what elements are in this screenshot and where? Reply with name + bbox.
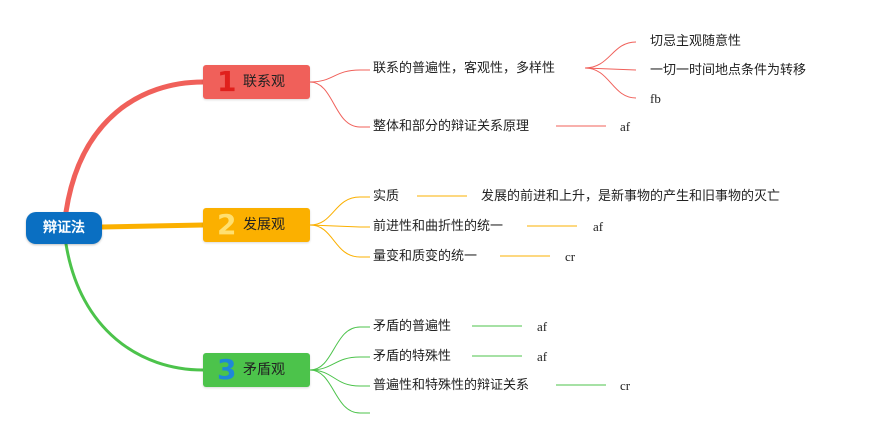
topic-label-3: 矛盾观 (243, 362, 285, 378)
connector-2-1 (309, 196, 361, 226)
note-2-2: af (593, 219, 604, 234)
root-node[interactable]: 辩证法 (26, 212, 102, 244)
item-1-2[interactable]: 整体和部分的辩证关系原理 (373, 119, 530, 134)
subitem-1-1-1[interactable]: 切忌主观随意性 (650, 34, 742, 49)
item-3-1[interactable]: 矛盾的普遍性 (373, 319, 452, 334)
note-2-1: 发展的前进和上升，是新事物的产生和旧事物的灭亡 (481, 189, 781, 204)
topic-label-2: 发展观 (243, 217, 285, 233)
connector-root-branch-1 (63, 79, 206, 215)
item-1-1[interactable]: 联系的普遍性，客观性，多样性 (373, 61, 556, 76)
connector-1-2 (309, 81, 361, 128)
root-label: 辩证法 (43, 220, 85, 236)
connector-3-4 (309, 369, 361, 414)
topic-number-3: 3 (217, 353, 237, 386)
item-3-3[interactable]: 普遍性和特殊性的辩证关系 (373, 378, 530, 393)
topic-label-1: 联系观 (243, 74, 285, 90)
item-2-2[interactable]: 前进性和曲折性的统一 (373, 219, 504, 234)
connectors-branch-2 (309, 195, 577, 258)
topic-node-2[interactable]: 2 发展观 (203, 208, 310, 242)
connector-2-3 (309, 224, 361, 258)
connector-3-3 (309, 369, 361, 387)
connectors-branch-3 (309, 325, 606, 414)
connector-root-branch-3 (64, 242, 205, 372)
item-3-2[interactable]: 矛盾的特殊性 (373, 349, 452, 364)
connector-1-1 (309, 69, 361, 83)
topic-number-2: 2 (217, 208, 237, 241)
topic-node-1[interactable]: 1 联系观 (203, 65, 310, 99)
connector-2-2 (309, 224, 361, 228)
item-2-3[interactable]: 量变和质变的统一 (373, 249, 478, 264)
connector-1-1-2 (584, 67, 637, 71)
connector-1-1-1 (584, 41, 637, 69)
note-3-2: af (537, 349, 548, 364)
note-3-1: af (537, 319, 548, 334)
subitem-1-1-3[interactable]: fb (650, 91, 661, 106)
connector-root-branch-2 (99, 222, 206, 230)
topic-number-1: 1 (217, 65, 237, 98)
note-3-3: cr (620, 378, 631, 393)
note-2-3: cr (565, 249, 576, 264)
subitem-1-1-2[interactable]: 一切一时间地点条件为转移 (650, 63, 807, 78)
topic-node-3[interactable]: 3 矛盾观 (203, 353, 310, 387)
item-2-1[interactable]: 实质 (373, 189, 400, 204)
connector-3-1 (309, 326, 361, 371)
connector-1-1-3 (584, 67, 637, 99)
note-1-2: af (620, 119, 631, 134)
connector-3-2 (309, 356, 361, 371)
connectors-branch-1 (309, 41, 637, 128)
